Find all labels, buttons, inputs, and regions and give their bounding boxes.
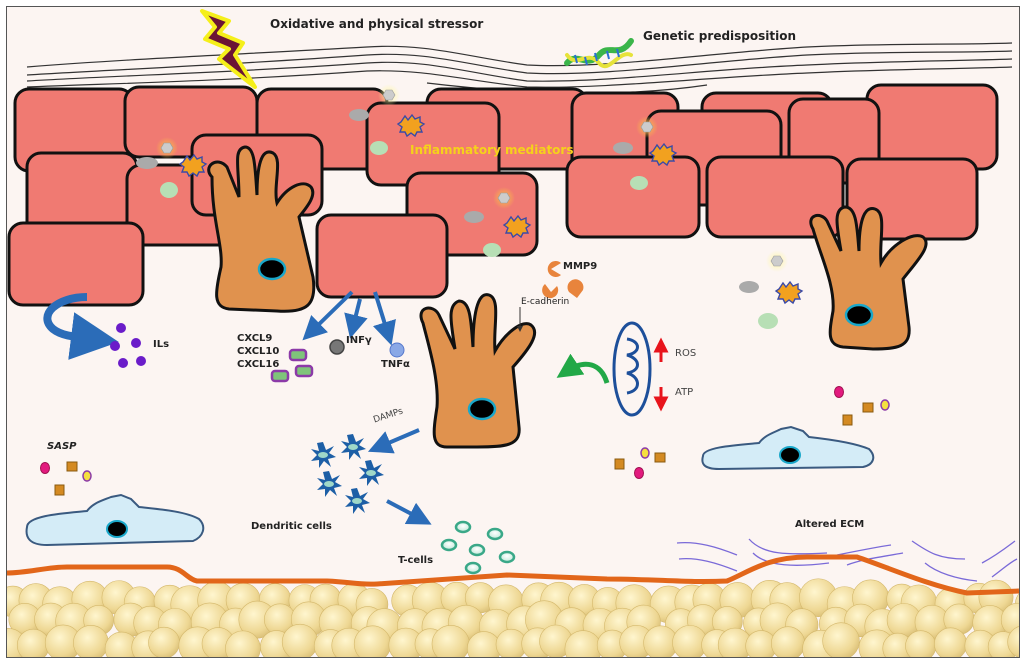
sasp-particles bbox=[40, 386, 890, 496]
tnfa-molecule bbox=[389, 342, 405, 358]
adipocyte bbox=[771, 626, 806, 657]
label-t-cells: T-cells bbox=[398, 555, 434, 566]
fibroblast bbox=[25, 493, 205, 547]
fibroblast bbox=[701, 425, 875, 471]
curved-arrow-icon bbox=[43, 293, 119, 360]
adipocyte bbox=[905, 630, 937, 657]
adipocyte bbox=[281, 623, 319, 657]
melanocyte bbox=[809, 205, 928, 351]
t-cells bbox=[440, 520, 516, 575]
adipose-tissue bbox=[7, 578, 1019, 657]
keratinocyte-cell bbox=[315, 213, 449, 299]
mmp9-molecules bbox=[542, 261, 584, 299]
label-mmp9: MMP9 bbox=[563, 261, 598, 272]
adipocyte bbox=[148, 626, 180, 657]
label-infg: INFγ bbox=[346, 335, 372, 346]
interleukins bbox=[110, 323, 146, 368]
melanocyte bbox=[207, 145, 316, 313]
label-ros: ROS bbox=[675, 348, 697, 359]
chemokines bbox=[270, 348, 314, 383]
infg-molecule bbox=[329, 339, 345, 355]
label-e-cadherin: E-cadherin bbox=[521, 297, 570, 307]
basement-membrane bbox=[7, 554, 1019, 596]
diagram-canvas bbox=[7, 9, 1019, 657]
melanocyte bbox=[419, 293, 537, 449]
label-atp: ATP bbox=[675, 387, 694, 398]
mitochondrion-icon bbox=[612, 321, 652, 417]
figure-frame: Oxidative and physical stressor Genetic … bbox=[6, 6, 1020, 658]
label-sasp: SASP bbox=[47, 441, 77, 452]
altered-ecm-fibers bbox=[676, 538, 1018, 582]
keratinocyte-cell bbox=[865, 83, 999, 171]
keratinocyte-cell bbox=[705, 155, 845, 239]
label-genetic-predisposition: Genetic predisposition bbox=[643, 29, 797, 43]
adipocyte bbox=[822, 622, 860, 657]
label-inflammatory-mediators: Inflammatory mediators bbox=[410, 143, 574, 157]
tcell-arrow bbox=[386, 499, 432, 525]
label-cxcl10: CXCL10 bbox=[237, 346, 280, 357]
label-ils: ILs bbox=[153, 339, 170, 350]
keratinocyte-cell bbox=[7, 221, 145, 307]
label-altered-ecm: Altered ECM bbox=[795, 519, 865, 530]
label-cxcl16: CXCL16 bbox=[237, 359, 280, 370]
adipocyte bbox=[934, 627, 968, 657]
adipocyte bbox=[1007, 626, 1019, 657]
lightning-bolt-icon bbox=[200, 9, 257, 89]
label-oxidative-stressor: Oxidative and physical stressor bbox=[270, 17, 484, 31]
damps-arrow bbox=[367, 428, 420, 454]
inflammatory-mediators bbox=[136, 84, 804, 329]
label-cxcl9: CXCL9 bbox=[237, 333, 273, 344]
cytokine-arrows bbox=[302, 290, 396, 346]
label-dendritic-cells: Dendritic cells bbox=[251, 521, 332, 532]
dna-helix-icon bbox=[564, 38, 634, 68]
adipocyte bbox=[73, 625, 109, 657]
label-tnfa: TNFα bbox=[381, 359, 410, 370]
curved-green-arrow bbox=[556, 353, 610, 384]
keratinocyte-cell bbox=[565, 155, 701, 239]
dendritic-cells bbox=[311, 434, 384, 514]
